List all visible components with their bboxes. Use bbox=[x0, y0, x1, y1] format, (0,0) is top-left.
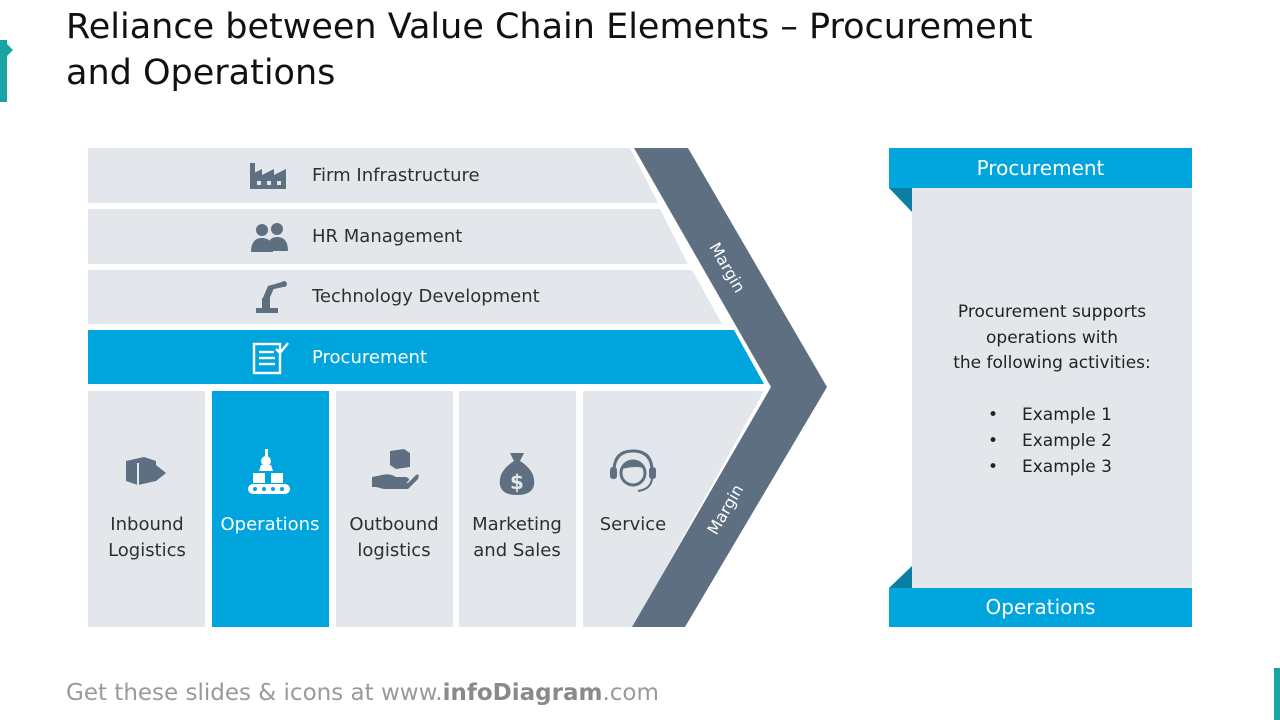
headset-icon bbox=[610, 449, 656, 492]
svg-text:$: $ bbox=[510, 470, 524, 494]
support-row-label-procurement: Procurement bbox=[312, 347, 428, 368]
primary-column-operations bbox=[212, 391, 329, 627]
money-bag-icon: $ bbox=[499, 453, 535, 495]
panel-body: Procurement supports operations with the… bbox=[912, 188, 1192, 588]
panel-header-procurement: Procurement bbox=[889, 148, 1192, 188]
list-item: Example 3 bbox=[988, 454, 1112, 480]
truck-box-icon bbox=[126, 457, 166, 485]
checklist-icon bbox=[252, 342, 289, 375]
people-icon bbox=[251, 223, 288, 252]
margin-chevron bbox=[632, 148, 827, 627]
support-row-firm-infrastructure bbox=[88, 148, 658, 203]
primary-column-inbound-logistics bbox=[88, 391, 205, 627]
panel-top-fold bbox=[889, 188, 912, 212]
support-row-technology-development bbox=[88, 270, 722, 324]
support-row-hr-management bbox=[88, 209, 688, 264]
support-row-label-technology-development: Technology Development bbox=[312, 286, 540, 307]
hand-box-icon bbox=[372, 449, 419, 489]
panel-bottom-fold bbox=[889, 566, 912, 588]
footer-brand: infoDiagram bbox=[442, 680, 603, 706]
primary-column-label-service: Service bbox=[599, 514, 667, 535]
primary-column-label-outbound-logistics: Outbound logistics bbox=[349, 514, 439, 561]
factory-icon bbox=[250, 163, 286, 189]
panel-footer-operations: Operations bbox=[889, 588, 1192, 627]
list-item: Example 2 bbox=[988, 428, 1112, 454]
list-item: Example 1 bbox=[988, 402, 1112, 428]
primary-column-label-marketing-and-sales: Marketing and Sales bbox=[472, 514, 562, 561]
primary-column-outbound-logistics bbox=[336, 391, 453, 627]
panel-example-list: Example 1 Example 2 Example 3 bbox=[988, 402, 1112, 480]
panel-description: Procurement supports operations with the… bbox=[953, 302, 1151, 373]
footer-credit: Get these slides & icons at www.infoDiag… bbox=[66, 680, 659, 706]
primary-column-label-operations: Operations bbox=[220, 514, 320, 535]
primary-column-label-inbound-logistics: Inbound Logistics bbox=[108, 514, 186, 561]
left-accent-bar bbox=[0, 40, 13, 102]
primary-column-marketing-and-sales bbox=[459, 391, 576, 627]
support-row-label-firm-infrastructure: Firm Infrastructure bbox=[312, 165, 480, 186]
support-row-label-hr-management: HR Management bbox=[312, 226, 463, 247]
right-accent-bar bbox=[1274, 668, 1280, 720]
conveyor-icon bbox=[248, 449, 290, 494]
robot-arm-icon bbox=[256, 281, 287, 313]
slide-title: Reliance between Value Chain Elements – … bbox=[66, 7, 1033, 93]
